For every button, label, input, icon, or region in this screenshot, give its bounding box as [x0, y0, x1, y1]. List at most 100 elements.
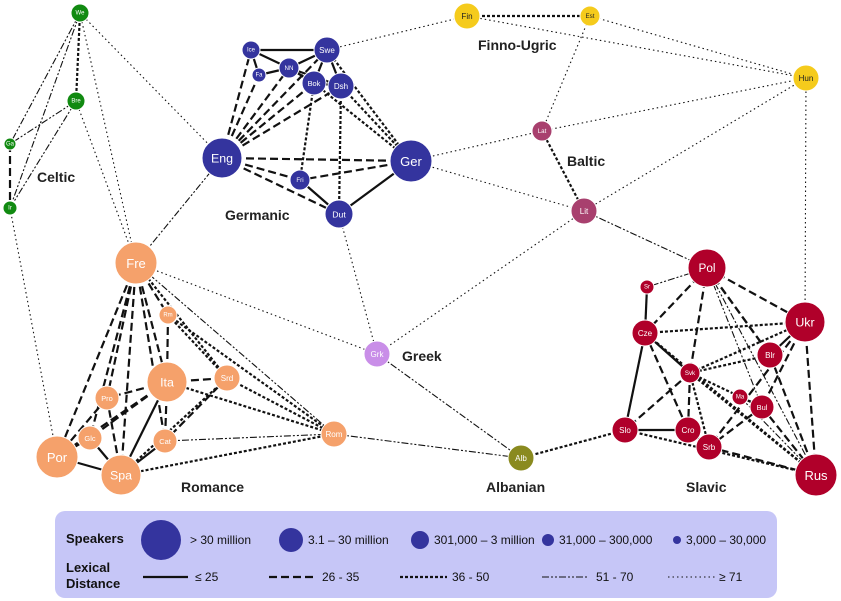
edge-srb-rus [708, 445, 817, 477]
node-circle-bul [749, 394, 775, 420]
node-svk: Svk [679, 362, 701, 384]
legend-speaker-circle-3 [411, 531, 429, 549]
edge-we-ga [9, 12, 81, 145]
group-label-slavic: Slavic [686, 479, 727, 495]
node-label-alb: Alb [515, 454, 527, 463]
node-dsh: Dsh [327, 72, 355, 100]
node-label-cze: Cze [638, 329, 653, 338]
node-circle-est [579, 5, 601, 27]
node-label-ger: Ger [400, 154, 422, 169]
node-bul: Bul [749, 394, 775, 420]
node-blr: Blr [756, 341, 784, 369]
node-label-dsh: Dsh [334, 82, 348, 91]
node-circle-ma [731, 388, 749, 406]
node-circle-rus [794, 453, 838, 497]
node-label-por: Por [47, 450, 68, 465]
node-circle-grk [363, 340, 391, 368]
node-ma: Ma [731, 388, 749, 406]
node-circle-eng [201, 137, 243, 179]
node-circle-fa [251, 67, 267, 83]
legend-speaker-label-4: 31,000 – 300,000 [559, 533, 653, 547]
group-label-celtic: Celtic [37, 169, 75, 185]
edge-lat-hun [541, 77, 807, 132]
node-fa: Fa [251, 67, 267, 83]
edge-svk-slo [624, 372, 691, 431]
node-ger: Ger [389, 139, 433, 183]
edge-cze-ukr [644, 320, 806, 335]
node-circle-por [35, 435, 79, 479]
legend-speaker-circle-2 [279, 528, 303, 552]
node-swe: Swe [313, 36, 341, 64]
edge-ger-swe [326, 49, 412, 162]
edge-ir-por [9, 207, 58, 458]
edge-we-fre [79, 12, 137, 264]
node-por: Por [35, 435, 79, 479]
node-circle-ir [2, 200, 18, 216]
group-label-albanian: Albanian [486, 479, 545, 495]
node-label-ice: Ice [247, 48, 256, 54]
node-we: We [70, 3, 90, 23]
node-label-cat: Cat [159, 437, 172, 446]
node-label-fre: Fre [126, 256, 146, 271]
node-srd: Srd [213, 364, 241, 392]
node-label-rm: Rm [163, 313, 172, 319]
edge-svk-cro [686, 372, 692, 431]
node-circle-swe [313, 36, 341, 64]
node-label-svk: Svk [685, 370, 696, 377]
node-label-slo: Slo [619, 426, 631, 435]
edge-slo-rus [624, 428, 817, 477]
group-label-germanic: Germanic [225, 207, 290, 223]
node-circle-nn [278, 57, 300, 79]
node-cro: Cro [674, 416, 702, 444]
legend-speaker-circle-4 [542, 534, 554, 546]
node-cze: Cze [631, 319, 659, 347]
node-circle-ice [241, 40, 261, 60]
node-circle-dut [324, 199, 354, 229]
node-label-rus: Rus [804, 468, 828, 483]
edge-est-hun [589, 15, 807, 79]
legend-speaker-label-5: 3,000 – 30,000 [686, 533, 766, 547]
node-ice: Ice [241, 40, 261, 60]
node-label-bul: Bul [757, 403, 768, 412]
edge-fre-pro [105, 262, 138, 399]
edge-bre-ga [9, 100, 77, 145]
node-circle-bre [66, 91, 86, 111]
node-label-pro: Pro [101, 394, 113, 403]
edge-rm-srd [167, 314, 228, 379]
node-spa: Spa [100, 454, 142, 496]
node-label-ukr: Ukr [795, 316, 814, 330]
node-label-lat: Lat [538, 128, 547, 135]
node-circle-pol [687, 248, 727, 288]
node-circle-cze [631, 319, 659, 347]
edge-ita-por [56, 381, 168, 458]
node-label-glc: Glc [84, 434, 95, 443]
edge-cze-slo [623, 332, 647, 431]
node-label-srb: Srb [703, 443, 716, 452]
node-nn: NN [278, 57, 300, 79]
edge-dut-grk [338, 213, 378, 355]
edge-swe-fin [326, 15, 468, 51]
edge-hun-ukr [804, 77, 807, 323]
node-label-ga: Ga [6, 142, 15, 148]
node-circle-lit [570, 197, 598, 225]
edge-fre-cat [134, 262, 167, 442]
edge-cat-rom [164, 433, 335, 442]
legend-speaker-circle-1 [141, 520, 181, 560]
node-label-ita: Ita [160, 376, 174, 390]
node-label-cro: Cro [682, 426, 695, 435]
node-label-ir: Ir [8, 206, 12, 212]
node-rom: Rom [320, 420, 348, 448]
edge-fre-spa [119, 262, 138, 476]
node-label-srd: Srd [221, 374, 234, 383]
node-fin: Fin [453, 2, 481, 30]
edge-bre-fre [75, 100, 137, 264]
legend-distance-label-5: ≥ 71 [719, 570, 743, 584]
edge-pol-bul [706, 267, 763, 408]
edge-lit-grk [376, 210, 585, 355]
edge-cze-cro [643, 332, 690, 431]
